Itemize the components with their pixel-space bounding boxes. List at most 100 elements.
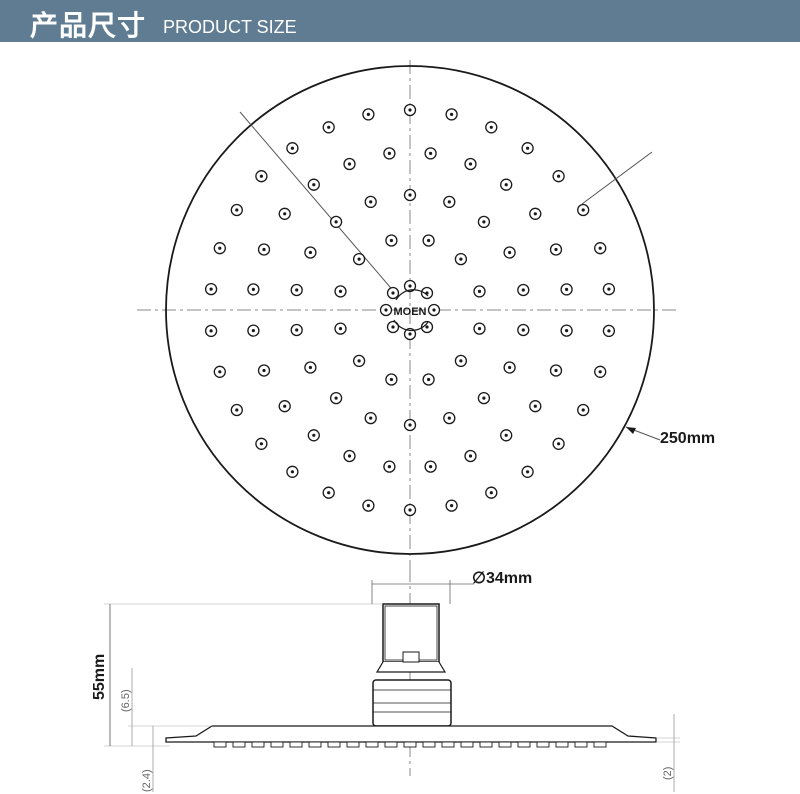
note-6-5: (6.5) <box>120 689 132 712</box>
header-title-en: PRODUCT SIZE <box>163 17 297 37</box>
nozzle-tooth <box>308 741 322 748</box>
nozzle-hole <box>557 174 561 178</box>
nozzle-hole <box>468 454 473 458</box>
nozzle-hole <box>218 370 222 374</box>
nozzle-tooth <box>460 741 474 748</box>
nozzle-hole <box>391 291 395 295</box>
nozzle-hole <box>508 250 512 255</box>
nozzle-hole <box>366 504 370 508</box>
nozzle-hole <box>338 289 343 293</box>
nozzle-hole <box>259 174 263 178</box>
nozzle-hole <box>427 377 431 382</box>
nozzle-hole <box>366 112 370 116</box>
nozzle-hole <box>251 329 255 333</box>
nozzle-hole <box>369 416 373 420</box>
nozzle-hole <box>459 257 463 261</box>
nozzle-hole <box>347 162 352 166</box>
nozzle-hole <box>334 220 338 224</box>
nozzle-hole <box>521 288 525 292</box>
nozzle-tooth <box>232 741 246 748</box>
nozzle-tooth <box>384 741 398 748</box>
nozzle-hole <box>338 327 343 331</box>
nozzle-tooth <box>270 741 284 748</box>
nozzle-hole <box>425 325 429 329</box>
nozzle-tooth <box>346 741 360 748</box>
nozzle-hole <box>477 327 482 331</box>
nozzle-pattern <box>204 103 616 517</box>
center-logo: MOEN <box>393 289 429 332</box>
nozzle-hole <box>450 112 454 116</box>
nozzle-hole <box>259 442 263 446</box>
nozzle-hole <box>482 396 486 400</box>
nozzle-hole <box>408 284 412 288</box>
nozzle-hole <box>565 329 569 333</box>
nozzle-hole <box>427 238 431 243</box>
nozzle-tooth <box>403 741 417 748</box>
leader-line-upper-right <box>581 151 653 205</box>
nozzle-tooth <box>536 741 550 748</box>
nozzle-hole <box>209 329 213 333</box>
nozzle-hole <box>408 108 412 112</box>
nozzle-hole <box>477 289 482 293</box>
nozzle-hole <box>447 200 451 204</box>
nozzle-hole <box>598 370 602 374</box>
nozzle-teeth <box>213 741 607 748</box>
nozzle-hole <box>357 359 361 363</box>
nozzle-hole <box>384 308 388 312</box>
nozzle-hole <box>447 416 451 420</box>
nozzle-hole <box>262 247 266 252</box>
nozzle-hole <box>526 470 530 474</box>
nozzle-hole <box>283 212 287 216</box>
nozzle-hole <box>391 325 395 329</box>
nozzle-hole <box>504 183 508 187</box>
nozzle-hole <box>526 146 530 150</box>
nozzle-tooth <box>555 741 569 748</box>
note-2-4: (2.4) <box>141 769 153 792</box>
nozzle-hole <box>312 183 316 187</box>
nozzle-hole <box>508 365 512 370</box>
nozzle-tooth <box>441 741 455 748</box>
nozzle-hole <box>489 125 493 129</box>
side-view: ∅34mm 55mm (6.5) (2.4) (2) <box>91 568 680 792</box>
diameter-arrow <box>626 427 636 434</box>
nozzle-tooth <box>327 741 341 748</box>
nozzle-hole <box>607 287 611 291</box>
nozzle-hole <box>312 433 316 437</box>
showerhead-outline <box>165 65 655 555</box>
nozzle-hole <box>262 368 266 373</box>
nozzle-hole <box>387 465 391 469</box>
nozzle-tooth <box>213 741 227 748</box>
note-2: (2) <box>662 767 674 780</box>
nozzle-hole <box>347 454 352 458</box>
nozzle-tooth <box>251 741 265 748</box>
nozzle-hole <box>607 329 611 333</box>
nozzle-hole <box>468 162 473 166</box>
nozzle-hole <box>450 504 454 508</box>
nozzle-tooth <box>479 741 493 748</box>
nozzle-hole <box>504 433 508 437</box>
nozzle-hole <box>533 404 537 408</box>
nozzle-hole <box>554 247 558 252</box>
nozzle-hole <box>327 125 331 129</box>
nozzle-tooth <box>517 741 531 748</box>
nozzle-hole <box>408 423 412 427</box>
connector-diameter-label: ∅34mm <box>472 570 532 587</box>
nozzle-tooth <box>365 741 379 748</box>
height-label: 55mm <box>91 654 108 700</box>
nozzle-hole <box>387 151 391 155</box>
nozzle-hole <box>408 332 412 336</box>
nozzle-hole <box>432 308 436 312</box>
header-title-cn: 产品尺寸 <box>30 9 147 42</box>
nozzle-hole <box>295 288 299 292</box>
nozzle-hole <box>308 365 312 370</box>
nozzle-hole <box>218 246 222 250</box>
nozzle-tooth <box>593 741 607 748</box>
nozzle-hole <box>533 212 537 216</box>
nozzle-tooth <box>574 741 588 748</box>
nozzle-tooth <box>422 741 436 748</box>
nozzle-hole <box>334 396 338 400</box>
brand-logo-text: MOEN <box>394 306 427 318</box>
top-view: MOEN 250mm <box>137 60 715 568</box>
diameter-label: 250mm <box>660 430 715 447</box>
nozzle-hole <box>290 470 294 474</box>
